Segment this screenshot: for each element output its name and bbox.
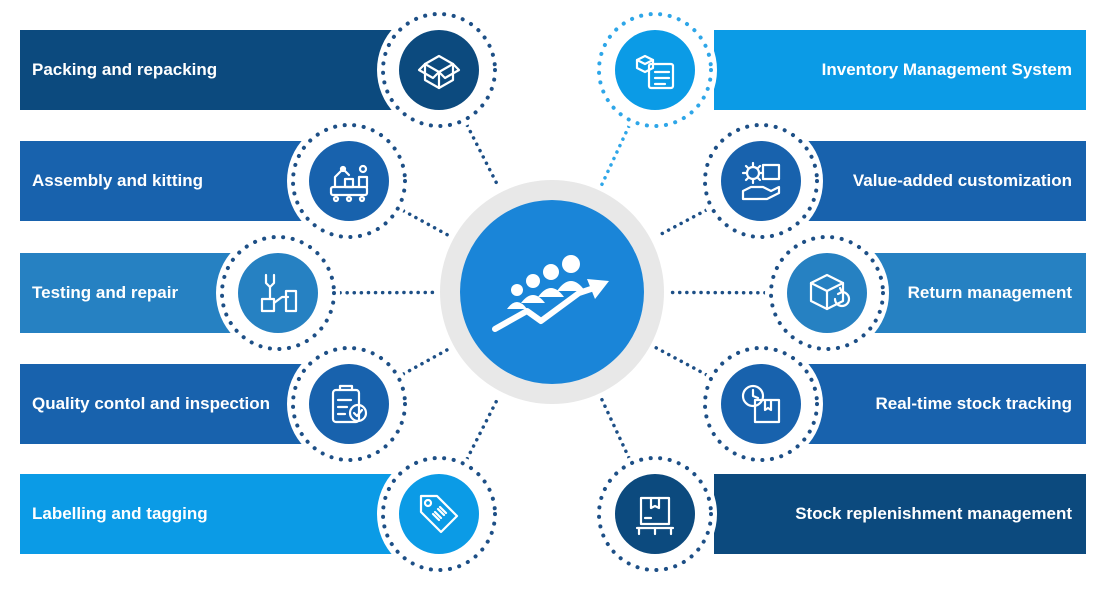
node-right-4: [699, 342, 823, 466]
node-icon-circle: [721, 141, 801, 221]
bar-left-3: Testing and repair: [20, 253, 240, 333]
connector-line: [401, 208, 451, 238]
connector-line: [599, 397, 631, 460]
bar-left-5: Labelling and tagging: [20, 474, 400, 554]
connector-line: [401, 347, 451, 376]
node-icon-circle: [309, 364, 389, 444]
gear-box-hand-icon: [741, 161, 781, 201]
bar-label: Packing and repacking: [32, 60, 218, 79]
node-icon-circle: [615, 30, 695, 110]
bar-label: Value-added customization: [852, 171, 1072, 190]
node-left-1: [377, 8, 501, 132]
center-hub: [440, 180, 664, 404]
bar-label: Quality contol and inspection: [32, 394, 271, 413]
open-box-icon: [417, 54, 461, 90]
bar-right-5: Stock replenishment management: [714, 474, 1086, 554]
clipboard-check-icon: [331, 384, 368, 424]
pallet-box-icon: [635, 496, 675, 536]
node-icon-circle: [787, 253, 867, 333]
node-icon-circle: [399, 474, 479, 554]
node-left-5: [377, 452, 501, 576]
bar-left-2: Assembly and kitting: [20, 141, 310, 221]
barcode-tag-icon: [419, 494, 459, 534]
node-icon-circle: [615, 474, 695, 554]
center-circle: [460, 200, 644, 384]
bar-label: Assembly and kitting: [32, 171, 203, 190]
bar-label: Return management: [907, 283, 1072, 302]
bar-right-2: Value-added customization: [808, 141, 1086, 221]
node-right-5: [593, 452, 717, 576]
node-right-1: [593, 8, 717, 132]
wrench-hand-icon: [260, 273, 298, 313]
bar-label: Inventory Management System: [821, 60, 1072, 79]
node-icon-circle: [238, 253, 318, 333]
bar-right-4: Real-time stock tracking: [808, 364, 1086, 444]
bar-left-4: Quality contol and inspection: [20, 364, 310, 444]
node-icon-circle: [309, 141, 389, 221]
bar-label: Real-time stock tracking: [875, 394, 1072, 413]
bar-right-3: Return management: [870, 253, 1086, 333]
bar-label: Stock replenishment management: [795, 504, 1072, 523]
assembly-line-icon: [329, 164, 369, 203]
node-icon-circle: [399, 30, 479, 110]
node-left-4: [287, 342, 411, 466]
connector-line: [599, 124, 631, 187]
connector-line: [654, 345, 709, 377]
node-icon-circle: [721, 364, 801, 444]
node-right-2: [699, 119, 823, 243]
connector-line: [465, 395, 501, 461]
bar-label: Labelling and tagging: [32, 504, 208, 523]
team-growth-arrow-icon: [492, 255, 609, 332]
node-left-3: [216, 231, 340, 355]
box-return-icon: [809, 273, 851, 311]
bar-label: Testing and repair: [32, 283, 179, 302]
connector-line: [654, 208, 708, 239]
bar-left-1: Packing and repacking: [20, 30, 400, 110]
node-right-3: [765, 231, 889, 355]
inventory-list-icon: [635, 54, 675, 90]
clock-box-icon: [741, 384, 781, 424]
connector-line: [465, 123, 501, 189]
node-left-2: [287, 119, 411, 243]
bar-right-1: Inventory Management System: [714, 30, 1086, 110]
